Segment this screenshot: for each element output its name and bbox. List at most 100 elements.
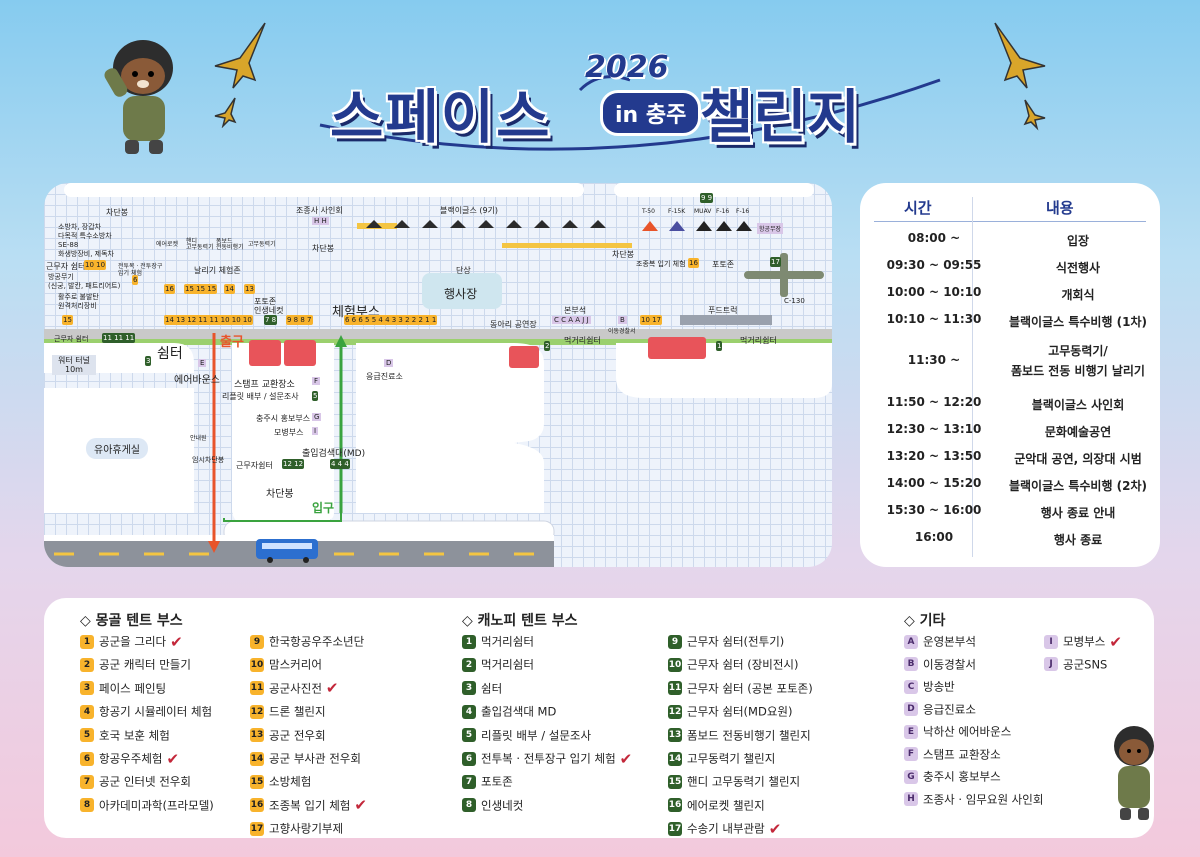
tag-1010: 10 10 — [84, 260, 107, 270]
legend-label: 항공기 시뮬레이터 체험 — [99, 704, 213, 719]
label-rest-12: 근무자쉼터 — [236, 461, 273, 470]
legend-badge: 16 — [668, 798, 682, 813]
legend-label: 근무자 쉼터(전투기) — [687, 634, 785, 649]
legend-canopy-title: ◇ 캐노피 텐트 부스 — [462, 613, 578, 629]
legend-badge: B — [904, 657, 918, 671]
booth-label-0: 에어로켓 — [156, 241, 179, 248]
label-shelter: 쉼터 — [157, 346, 183, 362]
label-air-defense: 방공무기 (신궁, 발칸, 패트리어트) — [48, 273, 121, 290]
tag-shelter: 3 — [145, 356, 152, 366]
legend-badge: A — [904, 634, 918, 649]
fighter-jet-right-icon — [994, 22, 1046, 131]
legend-badge: 3 — [80, 681, 94, 696]
legend-label: 쉼터 — [481, 681, 503, 696]
tag-reflet: 5 — [312, 391, 319, 401]
legend-label: 공군 전우회 — [269, 728, 326, 743]
legend-badge: F — [904, 747, 918, 761]
tag-stamp: F — [312, 377, 321, 385]
legend-badge: E — [904, 724, 918, 739]
legend-etc-title: ◇ 기타 — [904, 613, 946, 629]
label-f16a: F-16 — [716, 208, 730, 215]
tag-hq: C C A A J J — [552, 316, 591, 324]
label-baby-room: 유아휴게실 — [86, 438, 148, 459]
legend-label: 먹거리쉼터 — [481, 634, 534, 649]
legend-label: 운영본부석 — [923, 634, 976, 649]
tag-17: 17 — [770, 257, 781, 267]
legend-badge: 9 — [250, 634, 264, 649]
legend-item: 4 항공기 시뮬레이터 체험 — [80, 702, 212, 720]
legend-label: 모병부스 — [1063, 634, 1106, 649]
schedule-content: 행사 종료 — [1053, 533, 1103, 547]
legend-label: 폼보드 전동비행기 챌린지 — [687, 728, 811, 743]
checkmark-icon: ✔ — [325, 679, 339, 698]
schedule-time: 10:10 ~ 11:30 — [886, 312, 982, 326]
tag-food-2: 1 — [716, 341, 723, 351]
legend-label: 전투복 · 전투장구 입기 체험 — [481, 751, 616, 766]
legend-mongol-title: ◇ 몽골 텐트 부스 — [80, 613, 183, 629]
label-f15k: F-15K — [668, 208, 686, 215]
legend-badge: 1 — [80, 634, 94, 649]
schedule-header-content: 내용 — [1046, 199, 1074, 217]
legend-badge: 10 — [668, 657, 682, 672]
legend-badge: 2 — [80, 657, 94, 672]
schedule-col-divider — [972, 197, 973, 557]
legend-label: 근무자 쉼터(MD요원) — [687, 704, 793, 719]
title-right: 챌린지 — [700, 83, 861, 151]
legend-label: 포토존 — [481, 774, 513, 789]
tag-16: 16 — [164, 284, 175, 294]
legend-badge: 6 — [80, 751, 94, 766]
legend-badge: H — [904, 792, 918, 806]
label-blocking-bottom: 차단봉 — [266, 489, 294, 500]
legend-badge: 3 — [462, 681, 476, 696]
label-food-2: 먹거리쉼터 — [740, 336, 777, 345]
legend-label: 응급진료소 — [923, 702, 976, 716]
legend-badge: 9 — [668, 634, 682, 649]
legend-label: 이동경찰서 — [923, 657, 976, 671]
label-hq: 본부석 — [564, 306, 587, 315]
legend-badge: 14 — [668, 751, 682, 766]
legend-badge: 8 — [80, 798, 94, 813]
legend-label: 근무자 쉼터 (장비전시) — [687, 657, 799, 672]
label-food-1: 먹거리쉼터 — [564, 336, 601, 345]
tag-gate: 4 4 4 — [330, 459, 350, 469]
legend-label: 조종복 입기 체험 — [269, 798, 351, 813]
tag-chungju: G — [312, 413, 322, 421]
label-reflet: 리플릿 배부 / 설문조사 — [222, 392, 299, 401]
schedule-content: 행사 종료 안내 — [1040, 506, 1116, 520]
label-pilot-suit: 조종복 입기 체험 — [636, 260, 686, 268]
schedule-time: 10:00 ~ 10:10 — [886, 285, 982, 299]
label-blocking-mid: 차단봉 — [312, 244, 335, 253]
label-medical: 응급진료소 — [366, 372, 403, 381]
legend-label: 근무자 쉼터 (공본 포토존) — [687, 681, 813, 696]
legend-badge: 4 — [462, 704, 476, 719]
legend-item: 3 쉼터 — [462, 679, 502, 697]
label-photo-net: 포토존 인생네컷 — [254, 297, 284, 315]
legend-label: 인생네컷 — [481, 798, 524, 813]
label-suit-exp: 전투복 · 전투장구 입기 체험 — [118, 263, 163, 277]
schedule-time: 15:30 ~ 16:00 — [886, 503, 982, 517]
label-muav: MUAV — [694, 208, 712, 215]
label-info: 안내원 — [190, 435, 207, 442]
label-rescue: 활주로 불발탄 원격처리장비 — [58, 293, 99, 310]
legend-badge: 4 — [80, 704, 94, 719]
legend-badge: 14 — [250, 751, 264, 766]
schedule-time: 16:00 — [914, 530, 954, 544]
